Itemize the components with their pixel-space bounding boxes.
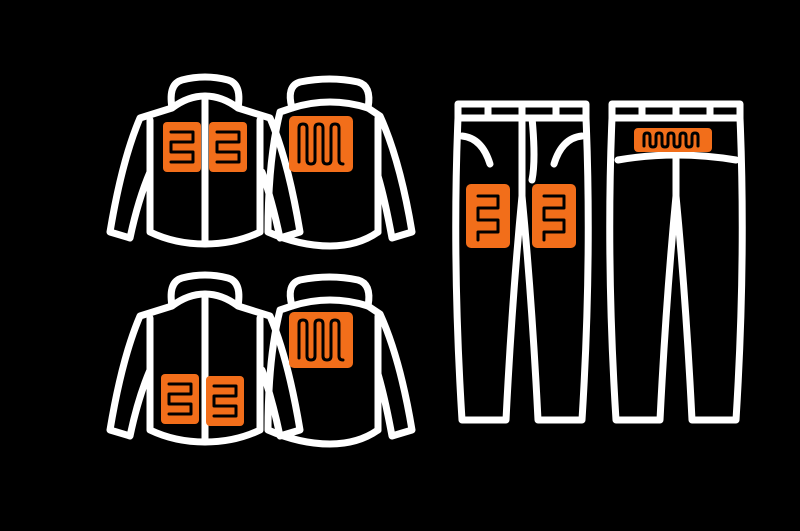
heating-pad-thigh-left: [466, 184, 510, 248]
heating-pad-upper-back: [287, 114, 355, 174]
heating-pad-upper-back-2: [287, 310, 355, 370]
heating-pad-abdomen-left: [159, 372, 201, 426]
heating-pad-chest-right: [207, 120, 249, 174]
heating-pad-thigh-right: [532, 184, 576, 248]
heating-pad-chest-left: [161, 120, 203, 174]
pants-back: [606, 100, 746, 424]
pants-front: [452, 100, 592, 424]
heating-pad-abdomen-right: [204, 374, 246, 428]
heating-pad-waist-back: [634, 128, 712, 152]
